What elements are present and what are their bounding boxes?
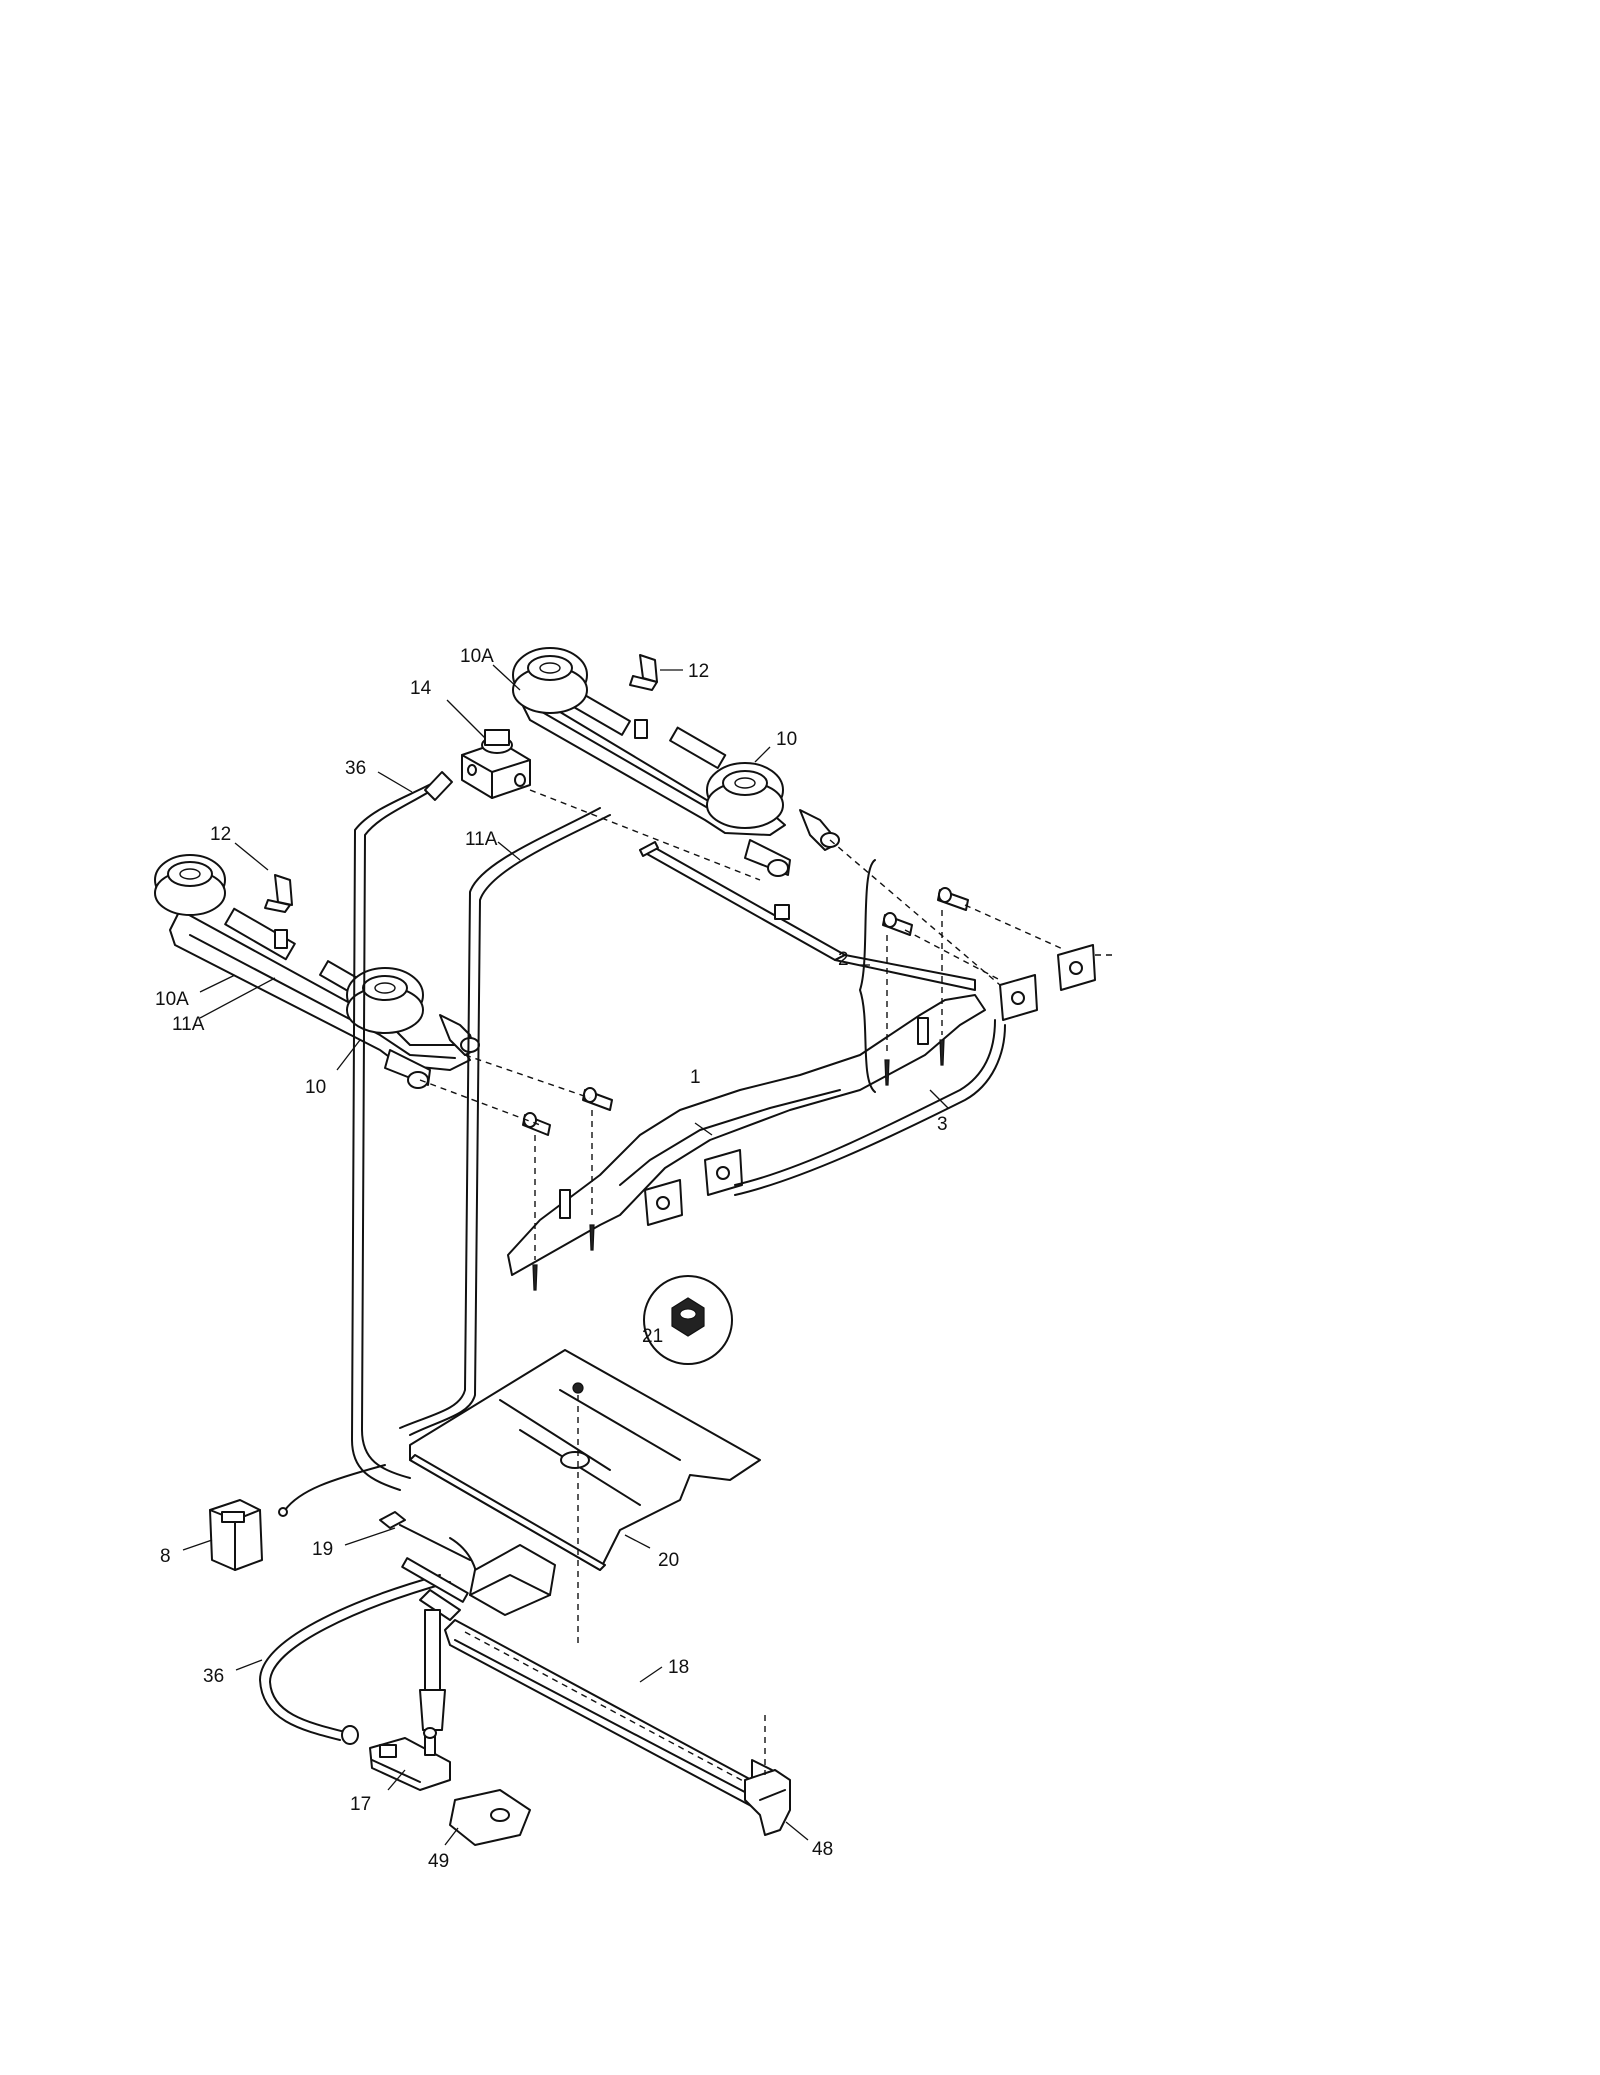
callout-48: 48 [812, 1839, 833, 1860]
callout-10a-left: 10A [155, 989, 189, 1010]
oven-burner [401, 1557, 773, 1809]
callout-36-top: 36 [345, 758, 366, 779]
nut-detail [643, 1275, 733, 1365]
callout-19: 19 [312, 1539, 333, 1560]
callout-36-bottom: 36 [203, 1666, 224, 1687]
callout-18: 18 [668, 1657, 689, 1678]
burner-assembly-right [512, 647, 840, 877]
burner-assembly-left [154, 854, 480, 1089]
callout-49: 49 [428, 1851, 449, 1872]
callout-12-right: 12 [688, 661, 709, 682]
oven-safety-valve [369, 1727, 451, 1791]
callout-labels: 1 2 3 8 10 10 10A 10A 11A 11A 12 12 14 1… [155, 646, 948, 1872]
callout-10a-right: 10A [460, 646, 494, 667]
orifice-bar-top [639, 841, 976, 991]
bracket-48 [744, 1769, 791, 1836]
callout-20: 20 [658, 1550, 679, 1571]
callout-21: 21 [642, 1326, 663, 1347]
assembly-lines [419, 789, 1115, 1775]
orifice-fittings [522, 887, 969, 1291]
igniter [379, 1511, 556, 1616]
leader-lines [182, 664, 949, 1846]
pressure-regulator [461, 729, 531, 799]
callout-17: 17 [350, 1794, 371, 1815]
callout-2: 2 [838, 949, 849, 970]
callout-8: 8 [160, 1546, 171, 1567]
callout-12-left: 12 [210, 824, 231, 845]
callout-10-left: 10 [305, 1077, 326, 1098]
callout-10-right: 10 [776, 729, 797, 750]
gas-manifold [507, 994, 986, 1276]
bracket-49 [449, 1789, 531, 1846]
ignition-module [209, 1499, 263, 1571]
tubing [259, 771, 1006, 1745]
callout-11a-center: 11A [465, 829, 498, 850]
callout-14: 14 [410, 678, 432, 699]
callout-11a-left: 11A [172, 1014, 205, 1035]
baffle [409, 1349, 761, 1571]
bracket-brace [859, 859, 876, 1093]
callout-3: 3 [937, 1114, 948, 1135]
callout-1: 1 [690, 1067, 701, 1088]
valve-plates [644, 944, 1096, 1226]
